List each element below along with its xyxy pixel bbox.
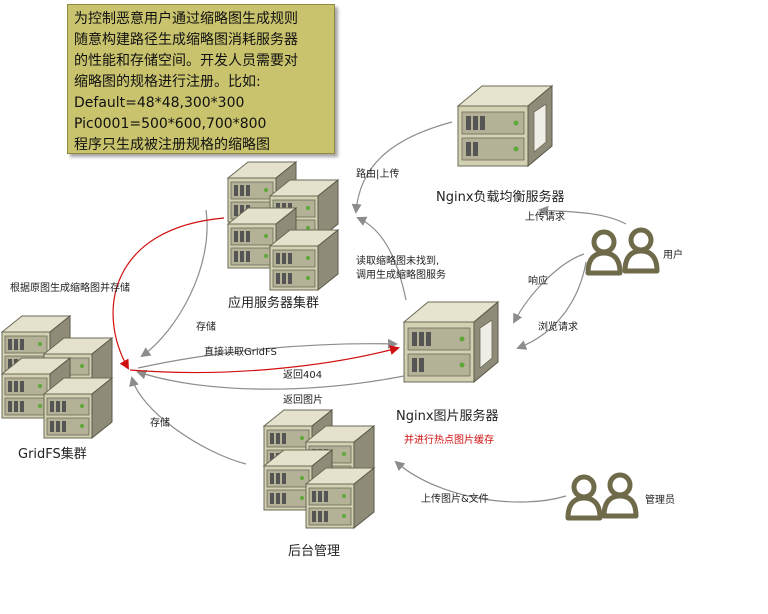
edge-respond-label: 响应 [528, 272, 548, 287]
app-cluster-icon [228, 162, 338, 290]
arrow-respond [514, 254, 584, 322]
nginx-img-label: Nginx图片服务器 [396, 405, 499, 424]
nginx-lb-label: Nginx负载均衡服务器 [436, 186, 565, 205]
nginx-lb-server-icon [458, 86, 552, 166]
arrow-return-image [138, 372, 404, 389]
edge-return-image-label: 返回图片 [283, 391, 323, 406]
note-line: 随意构建路径生成缩略图消耗服务器 [74, 30, 328, 51]
edge-gen-store-label: 根据原图生成缩略图并存储 [10, 279, 130, 294]
edge-read-thumb-label-1: 读取缩略图未找到, [356, 252, 439, 267]
admin-label: 管理员 [645, 491, 675, 506]
note-line: Default=48*48,300*300 [74, 93, 328, 114]
backend-cluster-icon [264, 410, 374, 528]
gridfs-label: GridFS集群 [18, 443, 87, 462]
admin-icon [568, 475, 636, 518]
edge-upload-files-label: 上传图片&文件 [421, 490, 489, 505]
app-cluster-label: 应用服务器集群 [228, 292, 319, 311]
note-line: 的性能和存储空间。开发人员需要对 [74, 51, 328, 72]
edge-read-thumb-label-2: 调用生成缩略图服务 [356, 266, 446, 281]
edge-upload-request-label: 上传请求 [525, 208, 565, 223]
edge-return-404-label: 返回404 [283, 366, 322, 381]
backend-label: 后台管理 [288, 540, 340, 559]
note-line: Pic0001=500*600,700*800 [74, 114, 328, 135]
note-line: 为控制恶意用户通过缩略图生成规则 [74, 9, 328, 30]
edge-store1-label: 存储 [196, 318, 216, 333]
edge-route-upload-label: 路由|上传 [356, 165, 399, 180]
note-line: 程序只生成被注册规格的缩略图 [74, 135, 328, 156]
edge-direct-read-label: 直接读取GridFS [204, 343, 277, 358]
nginx-img-server-icon [404, 302, 498, 382]
user-icon [588, 230, 657, 273]
arrow-store1 [142, 210, 207, 356]
edge-store2-label: 存储 [150, 414, 170, 429]
user-label: 用户 [663, 246, 683, 261]
registration-note: 为控制恶意用户通过缩略图生成规则 随意构建路径生成缩略图消耗服务器 的性能和存储… [67, 4, 335, 154]
edge-browse-label: 浏览请求 [538, 318, 578, 333]
gridfs-cluster-icon [2, 316, 112, 438]
note-line: 缩略图的规格进行注册。比如: [74, 72, 328, 93]
nginx-img-sublabel: 并进行热点图片缓存 [404, 431, 494, 446]
